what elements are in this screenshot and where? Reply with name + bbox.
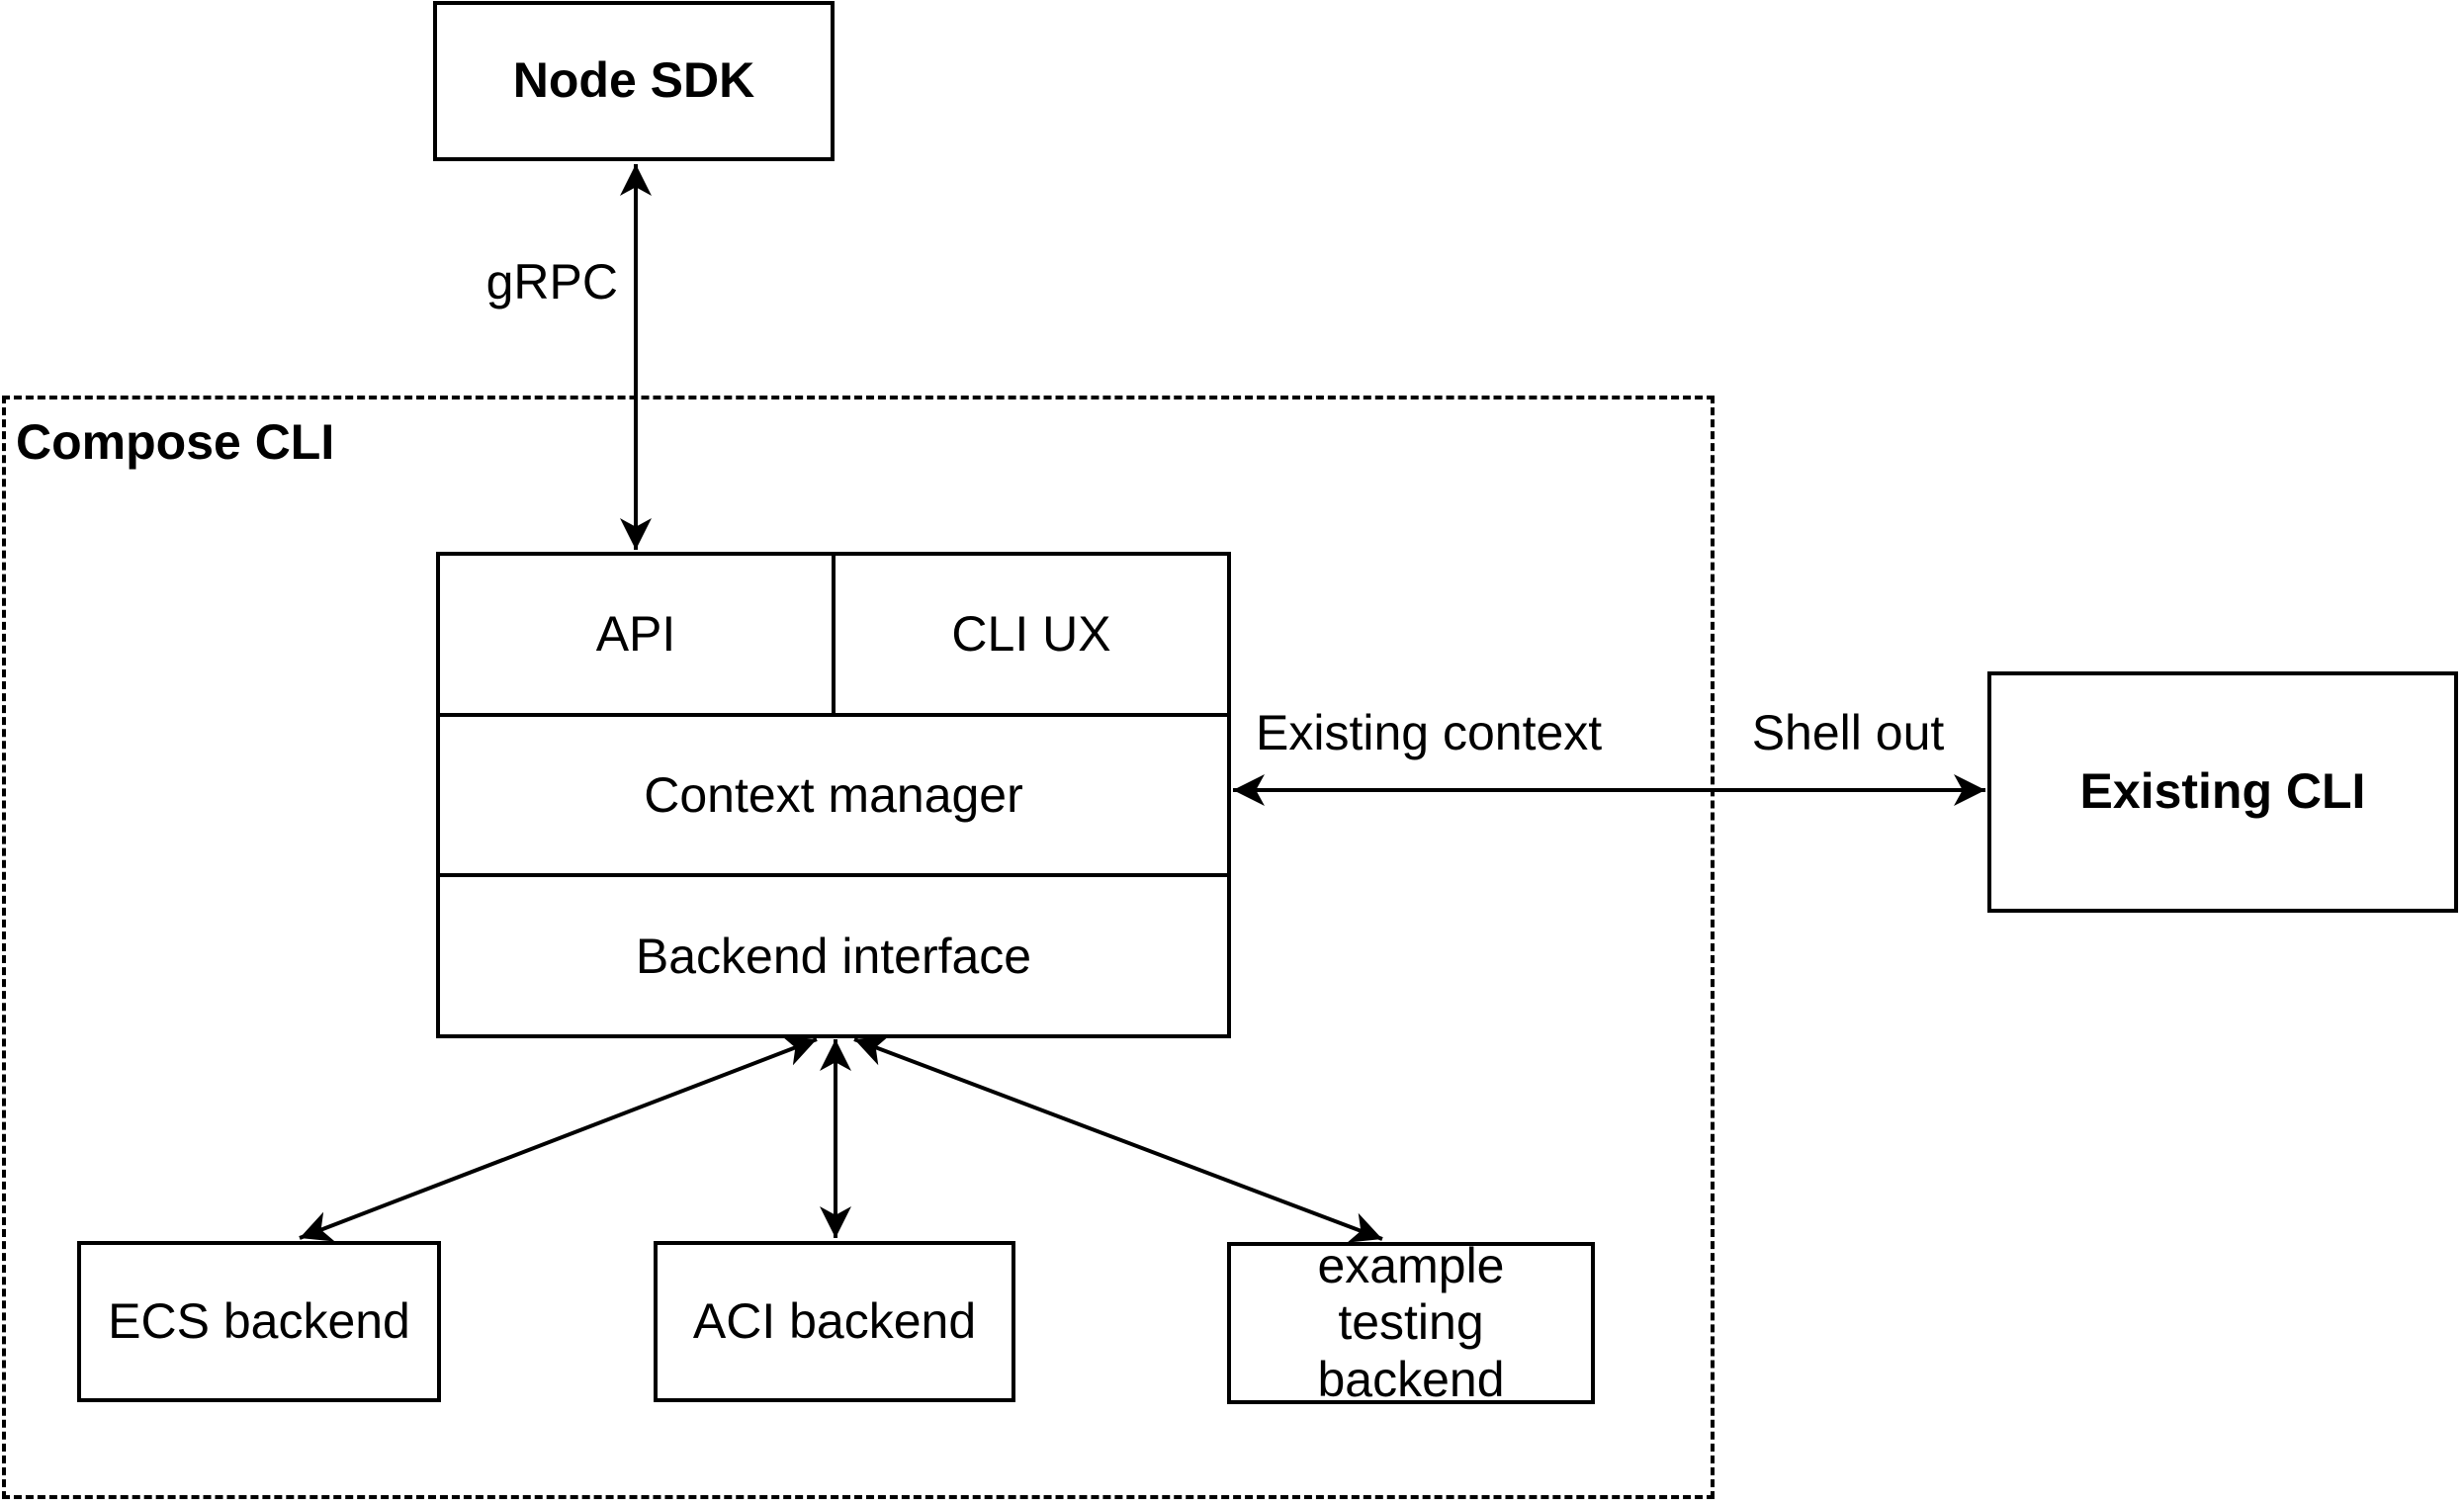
compose-cli-stack: API CLI UX Context manager Backend inter… bbox=[436, 552, 1231, 1038]
api-cell: API bbox=[440, 556, 832, 713]
ecs-backend-label: ECS backend bbox=[108, 1292, 410, 1349]
context-manager-cell: Context manager bbox=[440, 717, 1227, 874]
ecs-backend-box: ECS backend bbox=[77, 1241, 441, 1402]
grpc-edge-label: gRPC bbox=[485, 254, 618, 310]
context-manager-row: Context manager bbox=[440, 712, 1227, 874]
compose-cli-group-label: Compose CLI bbox=[16, 414, 335, 470]
stack-top-row: API CLI UX bbox=[440, 556, 1227, 713]
aci-backend-label: ACI backend bbox=[692, 1292, 977, 1349]
example-testing-backend-box: example testing backend bbox=[1227, 1238, 1595, 1407]
aci-backend-box: ACI backend bbox=[654, 1241, 1015, 1402]
backend-interface-label: Backend interface bbox=[635, 928, 1032, 984]
backend-interface-cell: Backend interface bbox=[440, 877, 1227, 1034]
cli-ux-label: CLI UX bbox=[951, 606, 1111, 663]
example-testing-backend-label: example testing backend bbox=[1317, 1237, 1505, 1407]
cli-ux-cell: CLI UX bbox=[832, 556, 1227, 713]
compose-cli-group: Compose CLI bbox=[2, 396, 1715, 1499]
context-manager-label: Context manager bbox=[644, 767, 1023, 823]
backend-interface-row: Backend interface bbox=[440, 873, 1227, 1034]
shell-out-edge-label: Shell out bbox=[1751, 705, 1945, 760]
node-sdk-label: Node SDK bbox=[512, 52, 755, 109]
api-label: API bbox=[595, 606, 676, 663]
node-sdk-box: Node SDK bbox=[433, 1, 835, 161]
existing-cli-label: Existing CLI bbox=[2079, 763, 2366, 820]
existing-context-edge-label: Existing context bbox=[1256, 705, 1603, 760]
existing-cli-box: Existing CLI bbox=[1987, 671, 2458, 913]
